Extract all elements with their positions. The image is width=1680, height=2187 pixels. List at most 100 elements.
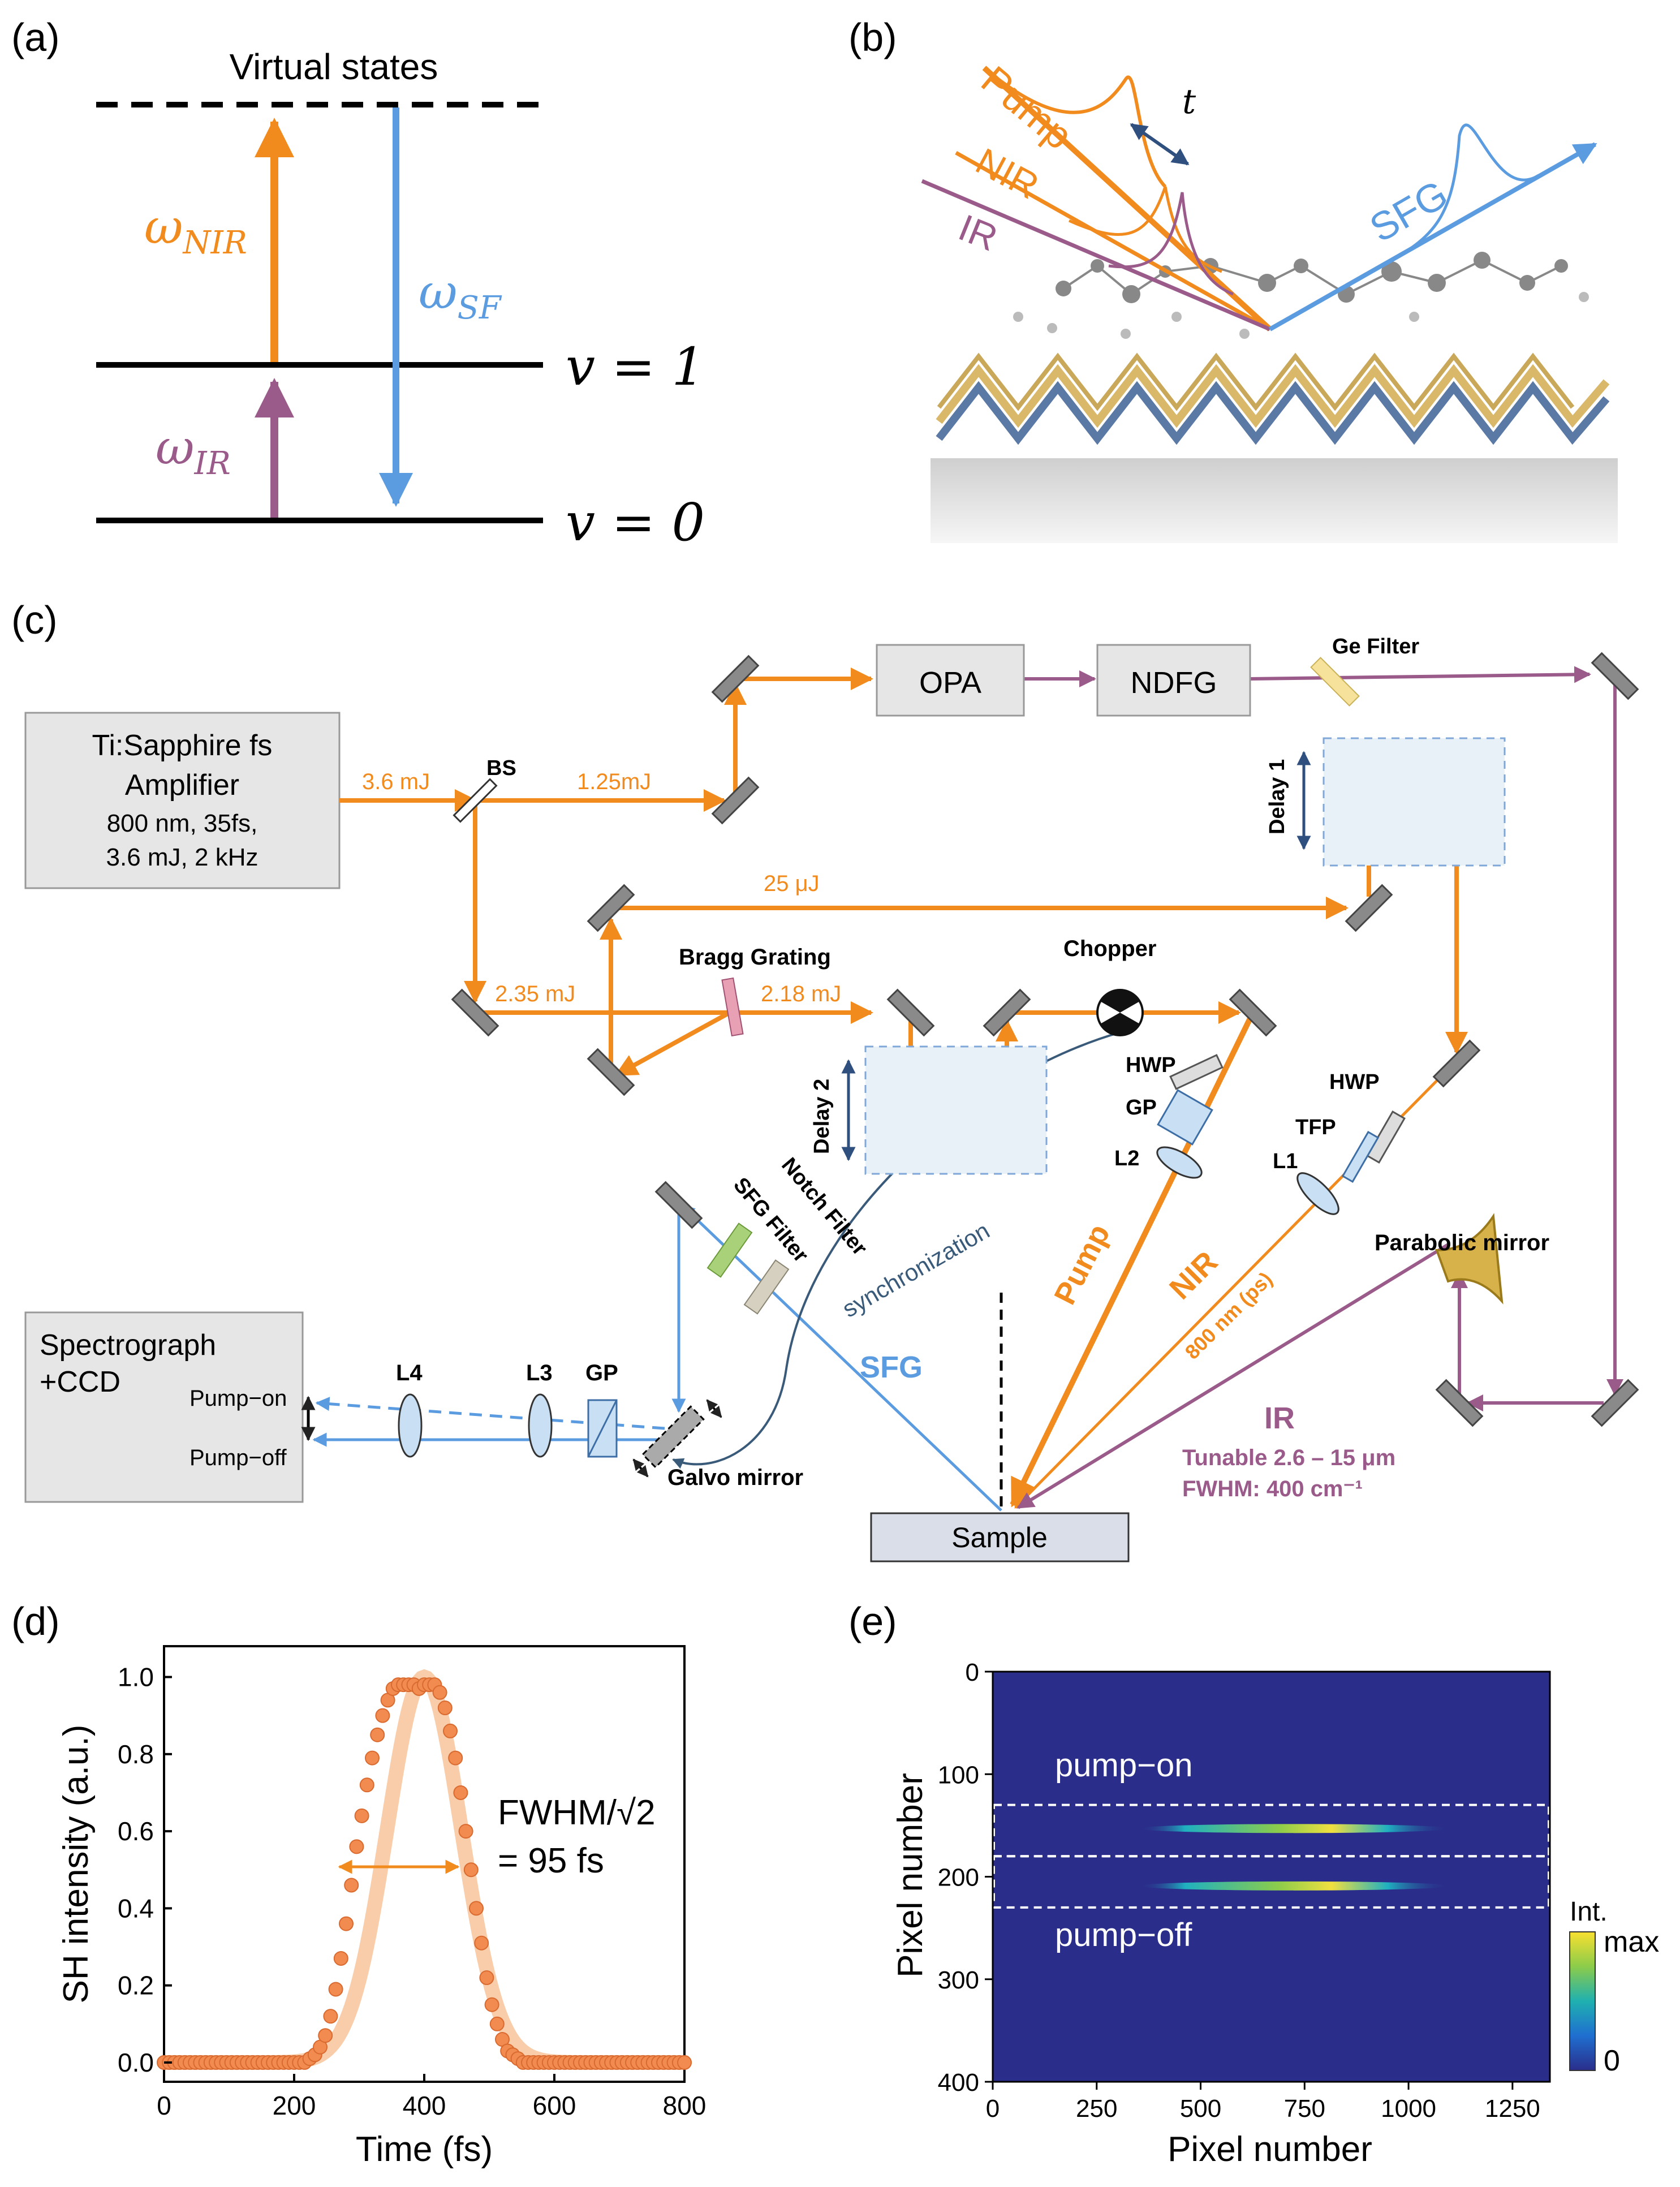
bs-label: BS [486,756,516,780]
x-tick-label: 1000 [1381,2095,1436,2123]
opa-label: OPA [919,666,981,700]
chart-d-xlabel: Time (fs) [356,2130,493,2169]
omega-nir-label: ωNIR [144,199,247,261]
amplifier-line3: 800 nm, 35fs, [107,810,258,837]
delay-arrow [1130,123,1190,166]
tfp-label: TFP [1295,1116,1336,1139]
x-tick-label: 800 [663,2091,707,2120]
data-point [489,2016,505,2031]
ndfg-label: NDFG [1131,666,1217,700]
y-tick-label: 400 [938,2069,979,2096]
data-point [443,1723,458,1738]
x-tick-label: 600 [533,2091,576,2120]
gp2-label: GP [585,1361,618,1385]
data-point [677,2055,692,2070]
chart-d-plot [157,1669,692,2070]
data-point [318,2028,333,2043]
l3-label: L3 [526,1361,553,1385]
fwhm-annotation-line1: FWHM/√2 [498,1793,656,1832]
fit-curve [157,1669,692,2070]
galvo-rotate-arrow-2 [632,1458,649,1478]
x-tick-label: 400 [403,2091,446,2120]
x-tick-label: 0 [157,2091,171,2120]
pump-off-label: Pump−off [189,1445,287,1470]
y-tick-label: 0.6 [118,1816,154,1846]
x-tick-label: 200 [273,2091,316,2120]
data-point [437,1700,453,1716]
chart-e-xlabel: Pixel number [1168,2130,1372,2169]
energy-36-label: 3.6 mJ [362,769,430,794]
panel-label-d: (d) [11,1599,60,1643]
roi-box [993,1855,1550,1909]
beam-splitter [453,778,498,823]
chopper-label: Chopper [1063,936,1156,961]
y-tick-label: 100 [938,1761,979,1789]
omega-ir-label: ωIR [156,420,231,482]
sfg-label: SFG [1363,171,1455,251]
chart-e-plot [993,1672,1550,2082]
data-point [354,1808,369,1823]
galvo-rotate-arrow-1 [706,1399,722,1418]
data-point [453,1785,468,1800]
amplifier-line4: 3.6 mJ, 2 kHz [106,843,259,871]
virtual-states-label: Virtual states [230,46,438,87]
nir-beam-label: NIR [1163,1245,1224,1306]
bragg-grating-label: Bragg Grating [679,945,831,970]
heatmap-background [993,1672,1550,2082]
l2-label: L2 [1114,1147,1139,1170]
panel-label-e: (e) [848,1599,897,1643]
data-point [323,2009,338,2024]
data-point [375,1708,390,1723]
ir-beam: IR [921,179,1271,332]
lens-l1 [1296,1172,1339,1215]
parabolic-mirror [1435,1213,1504,1305]
substrate [931,458,1618,543]
chart-d-frame [163,1645,686,2083]
amplifier-line1: Ti:Sapphire fs [92,729,273,762]
ndfg-box [1096,644,1251,717]
panel-label-c: (c) [11,598,58,642]
delay1-label: Delay 1 [1265,759,1289,834]
sample-label: Sample [951,1522,1048,1553]
data-point [344,1878,359,1893]
amplifier-box [24,712,341,889]
heatmap-stripe [1138,1824,1450,1833]
pump-to-sample-beam [1010,1011,1256,1508]
data-point [349,1839,364,1854]
orange-beam-paths [339,668,1468,1114]
pump-beam-label: Pump [1048,1219,1117,1310]
panel-b: (b) Pump NIR [848,15,1618,543]
ir-fwhm-label: FWHM: 400 cm⁻¹ [1182,1476,1363,1501]
bragg-grating [721,977,744,1037]
ir-beam-label: IR [1264,1401,1295,1435]
sfg-beam-label: SFG [860,1350,923,1384]
v0-label: v = 0 [566,492,705,553]
lens-l4 [398,1393,423,1458]
y-tick-label: 300 [938,1966,979,1994]
panel-a: (a) Virtual states ωNIR ωIR ωSF v = 1 v … [11,15,705,553]
energy-25-label: 25 μJ [764,871,820,896]
gp1-label: GP [1126,1096,1157,1120]
panel-label-b: (b) [848,15,897,59]
tfp [1341,1130,1380,1183]
sample-box [870,1512,1130,1562]
chart-d-ylabel: SH intensity (a.u.) [57,1725,96,2004]
y-tick-label: 1.0 [118,1663,154,1692]
data-point [333,1951,348,1966]
x-tick-label: 500 [1180,2095,1221,2123]
l1-label: L1 [1273,1150,1298,1173]
amplifier-line2: Amplifier [125,769,239,802]
data-point [469,1901,484,1916]
y-tick-label: 0.8 [118,1740,154,1769]
data-point [432,1685,447,1700]
opa-box [876,644,1025,717]
molecules [1013,252,1589,339]
crystal-lattice [936,352,1610,445]
data-point [359,1777,374,1793]
ir-tunable-label: Tunable 2.6 – 15 μm [1182,1445,1395,1470]
data-point [328,1982,343,1997]
pump-on-label: Pump−on [189,1386,287,1411]
